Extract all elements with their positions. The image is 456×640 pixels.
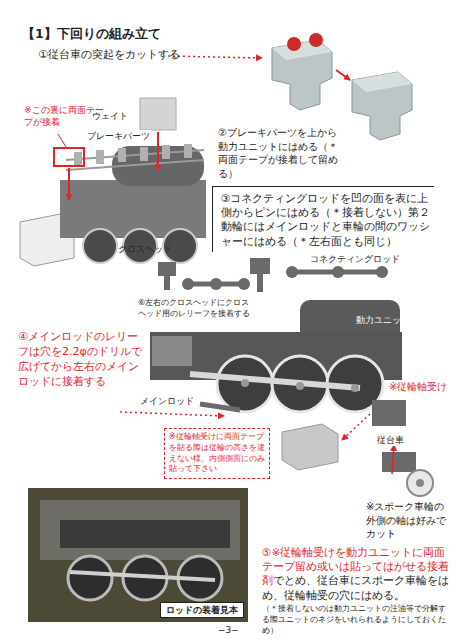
page-title: 【1】下回りの組み立て — [22, 26, 161, 43]
box-text: ③コネクティングロッドを凹の面を表に上側からピンにはめる（＊接着しない）第２動輪… — [221, 191, 430, 248]
part-name: 動力ユニット — [356, 314, 410, 326]
part-name: メインロッド — [140, 396, 194, 407]
part-name: クロスヘッド — [118, 244, 172, 255]
step-text: ⑥左右のクロスヘッドにクロスヘッド用のレリーフを接着する — [138, 298, 250, 320]
box-text: ロッドの装着見本 — [166, 604, 238, 616]
step-block: ⑤※従輪軸受けを動力ユニットに両面テープ留め或いは貼ってはがせる接着剤でとめ、従… — [262, 545, 450, 602]
part-name: 従台車 — [376, 434, 405, 446]
box-text: ※従輪軸受けに両面テープを貼る際は従輪の高さを違えない様、内側側面にのみ貼って下… — [169, 432, 265, 475]
step-box: ③コネクティングロッドを凹の面を表に上側からピンにはめる（＊接着しない）第２動輪… — [212, 186, 434, 252]
note-box: ※従輪軸受けに両面テープを貼る際は従輪の高さを違えない様、内側側面にのみ貼って下… — [164, 428, 270, 479]
part-name: ウェイト — [92, 110, 128, 122]
leader-dotted — [168, 56, 262, 58]
part-name: ブレーキパーツ — [86, 130, 151, 142]
trailer-truck-after — [352, 72, 412, 140]
part-name: ※従輪軸受け — [388, 380, 448, 394]
note-text: ※スポーク車輪の外側の軸は好みでカット — [366, 500, 452, 541]
chassis-with-weight — [20, 98, 206, 266]
part-name: コネクティングロッド — [310, 254, 400, 265]
page-number: −3− — [218, 624, 239, 636]
note-text: （＊接着しないのは動力ユニットの注油等で分解する際ユニットのネジをいれられるよう… — [262, 604, 450, 636]
trailing-bearing — [282, 400, 433, 496]
step-text: ①従台車の突起をカットする — [38, 48, 180, 63]
step-text: でとめ、従台車にスポーク車輪をはめ、従輪軸受の穴にはめる。 — [262, 574, 449, 600]
trailer-truck-before — [272, 33, 332, 110]
sample-photo — [28, 488, 248, 622]
photo-caption-box: ロッドの装着見本 — [160, 602, 244, 618]
step-text: ②ブレーキパーツを上から動力ユニットにはめる（＊両面テープが接着して留める） — [218, 126, 342, 180]
step-text: ④メインロッドのレリーフは穴を2.2φのドリルで広げてから左右のメインロッドに接… — [18, 330, 146, 389]
